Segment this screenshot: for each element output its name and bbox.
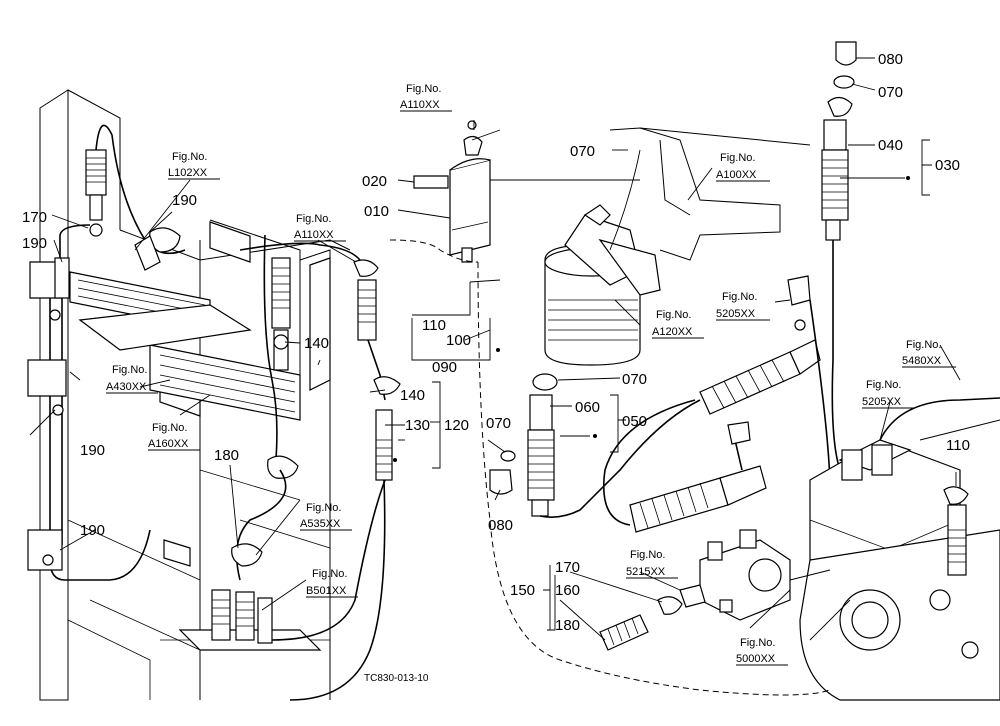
figref-l102: Fig.No. L102XX [168, 151, 208, 179]
figref-b501: Fig.No. B501XX [306, 568, 347, 597]
figref-a160: Fig.No. A160XX [148, 422, 189, 450]
svg-text:5480XX: 5480XX [902, 355, 942, 367]
figure-reference-labels: Fig.No. A110XX Fig.No. L102XX Fig.No. A1… [106, 83, 956, 666]
part-label-070-top: 070 [878, 84, 903, 101]
center-hose-assembly [211, 234, 386, 644]
figref-a110-mid: Fig.No. A110XX [294, 213, 334, 241]
part-label-170-bottom: 170 [555, 559, 580, 576]
part-label-070-mid: 070 [570, 143, 595, 160]
middle-hose-group [489, 373, 701, 518]
part-label-190-b: 190 [172, 192, 197, 209]
fuel-filter-body [413, 120, 640, 263]
part-label-090: 090 [432, 359, 457, 376]
return-line-dashed [477, 261, 831, 696]
svg-text:Fig.No.: Fig.No. [906, 339, 941, 351]
figref-5215: Fig.No. 5215XX [626, 549, 666, 578]
part-label-150: 150 [510, 582, 535, 599]
part-label-110-mid: 110 [422, 317, 446, 334]
part-label-180-bottom: 180 [555, 617, 580, 634]
part-label-110-right: 110 [946, 437, 970, 454]
diagonal-spring-hose [603, 275, 831, 533]
svg-text:Fig.No.: Fig.No. [740, 637, 775, 649]
part-label-040: 040 [878, 137, 903, 154]
part-label-180-left: 180 [214, 447, 239, 464]
figref-a535: Fig.No. A535XX [300, 502, 341, 530]
leader-lines [29, 57, 961, 641]
svg-text:A535XX: A535XX [300, 518, 341, 530]
part-label-080-low: 080 [488, 517, 513, 534]
svg-text:A120XX: A120XX [652, 326, 693, 338]
svg-text:Fig.No.: Fig.No. [312, 568, 347, 580]
figref-a430: Fig.No. A430XX [106, 364, 147, 393]
part-label-190-d: 190 [80, 522, 105, 539]
svg-text:5000XX: 5000XX [736, 653, 776, 665]
svg-text:Fig.No.: Fig.No. [406, 83, 441, 95]
svg-text:Fig.No.: Fig.No. [866, 379, 901, 391]
part-label-060: 060 [575, 399, 600, 416]
upper-left-spring-hose [54, 124, 186, 299]
svg-text:A100XX: A100XX [716, 169, 757, 181]
figref-5000: Fig.No. 5000XX [736, 637, 776, 665]
fuel-strainer [544, 127, 811, 366]
svg-text:Fig.No.: Fig.No. [172, 151, 207, 163]
svg-text:A110XX: A110XX [294, 229, 334, 241]
svg-text:A160XX: A160XX [148, 438, 189, 450]
figref-5205-right: Fig.No. 5205XX [862, 379, 902, 408]
injection-pump [799, 397, 1000, 701]
return-line-dashed-upper [389, 239, 479, 263]
svg-text:Fig.No.: Fig.No. [656, 309, 691, 321]
feed-pump [599, 421, 831, 651]
svg-text:L102XX: L102XX [168, 167, 208, 179]
figref-a120: Fig.No. A120XX [652, 309, 693, 338]
part-number-labels: 080 070 040 030 070 020 010 170 190 190 … [22, 51, 970, 634]
part-label-120: 120 [444, 417, 469, 434]
part-label-080-top: 080 [878, 51, 903, 68]
svg-text:Fig.No.: Fig.No. [296, 213, 331, 225]
part-label-170-left: 170 [22, 209, 47, 226]
svg-text:5205XX: 5205XX [862, 396, 902, 408]
figref-a110-top: Fig.No. A110XX [400, 83, 441, 111]
part-label-190-a: 190 [22, 235, 47, 252]
svg-text:Fig.No.: Fig.No. [720, 152, 755, 164]
drawing-code: TC830-013-10 [364, 673, 429, 684]
part-label-010: 010 [364, 203, 389, 220]
part-label-190-c: 190 [80, 442, 105, 459]
part-label-070-low: 070 [622, 371, 647, 388]
figref-a100: Fig.No. A100XX [716, 152, 757, 181]
part-label-140-b: 140 [400, 387, 425, 404]
svg-text:5215XX: 5215XX [626, 566, 666, 578]
radiator-louvres [69, 271, 301, 421]
svg-text:5205XX: 5205XX [716, 308, 756, 320]
svg-text:Fig.No.: Fig.No. [630, 549, 665, 561]
part-label-050: 050 [622, 413, 647, 430]
part-label-030: 030 [935, 157, 960, 174]
svg-text:B501XX: B501XX [306, 585, 347, 597]
figref-5480: Fig.No. 5480XX [902, 339, 942, 367]
upper-right-hose-group [821, 41, 857, 471]
part-label-100: 100 [446, 332, 471, 349]
svg-text:Fig.No.: Fig.No. [722, 291, 757, 303]
mid-spring-hose [239, 242, 401, 701]
part-label-020: 020 [362, 173, 387, 190]
svg-text:Fig.No.: Fig.No. [112, 364, 147, 376]
part-label-070-left: 070 [486, 415, 511, 432]
svg-text:A430XX: A430XX [106, 381, 147, 393]
figref-5205-top: Fig.No. 5205XX [716, 291, 757, 320]
part-label-160: 160 [555, 582, 580, 599]
svg-text:A110XX: A110XX [400, 99, 440, 111]
svg-text:Fig.No.: Fig.No. [152, 422, 187, 434]
svg-text:Fig.No.: Fig.No. [306, 502, 341, 514]
part-label-140-a: 140 [304, 335, 329, 352]
part-label-130: 130 [405, 417, 430, 434]
